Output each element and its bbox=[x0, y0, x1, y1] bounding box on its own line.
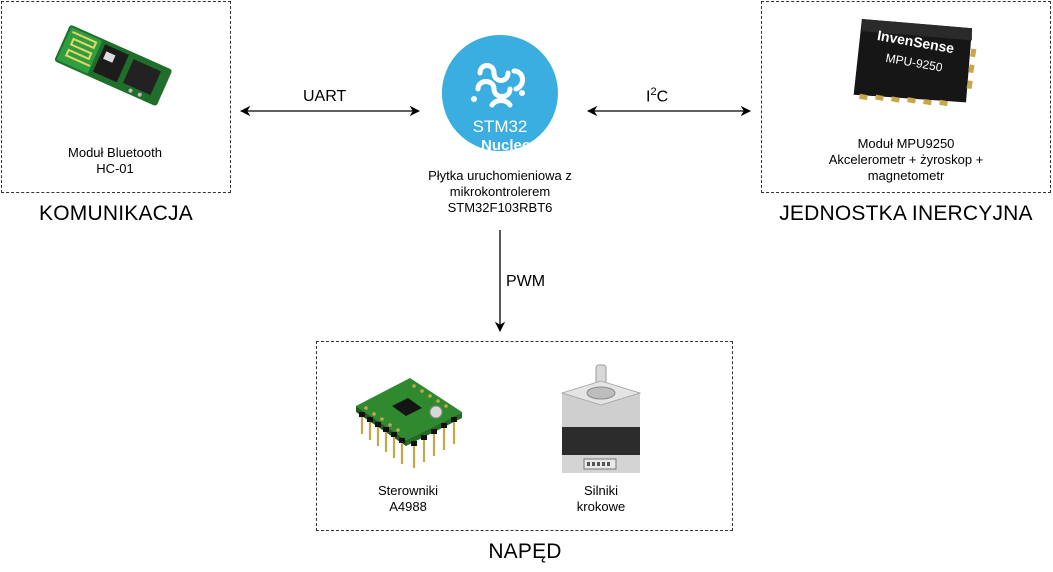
pwm-label: PWM bbox=[506, 273, 546, 290]
inertial-caption: JEDNOSTKA INERCYJNA bbox=[779, 202, 1033, 225]
stm32-nucleo-logo: STM32 Nucleo bbox=[441, 35, 558, 154]
drive-box bbox=[316, 341, 733, 531]
driver-label-line1: Sterowniki bbox=[378, 483, 438, 498]
motor-label-line1: Silniki bbox=[584, 483, 618, 498]
motor-label: Silniki krokowe bbox=[541, 483, 661, 515]
i2c-label-superscript: 2 bbox=[650, 86, 657, 98]
motor-label-line2: krokowe bbox=[576, 499, 626, 514]
mcu-label-line3: STM32F103RBT6 bbox=[447, 200, 553, 215]
drive-caption: NAPĘD bbox=[488, 540, 562, 563]
logo-stm32-text: STM32 bbox=[473, 117, 528, 136]
i2c-label-base: I bbox=[646, 88, 651, 106]
communication-box bbox=[1, 1, 231, 193]
imu-label-line1: Moduł MPU9250 bbox=[857, 136, 955, 151]
mcu-label-line2: mikrokontrolerem bbox=[449, 184, 551, 199]
inertial-unit-box bbox=[761, 1, 1051, 193]
mcu-label: Płytka uruchomieniowa z mikrokontrolerem… bbox=[400, 168, 600, 216]
stepper-motor-icon bbox=[560, 364, 642, 473]
bluetooth-module-icon bbox=[54, 25, 172, 106]
bluetooth-label: Moduł Bluetooth HC-01 bbox=[40, 145, 190, 177]
communication-caption: KOMUNIKACJA bbox=[39, 202, 193, 225]
mcu-label-line1: Płytka uruchomieniowa z bbox=[428, 168, 572, 183]
a4988-driver-icon bbox=[356, 378, 462, 468]
uart-label: UART bbox=[303, 88, 347, 105]
imu-label-line3: magnetometr bbox=[867, 168, 945, 183]
bluetooth-label-line1: Moduł Bluetooth bbox=[68, 145, 162, 160]
imu-label: Moduł MPU9250 Akcelerometr + żyroskop + … bbox=[806, 136, 1006, 184]
logo-nucleo-text: Nucleo bbox=[481, 137, 531, 154]
bluetooth-label-line2: HC-01 bbox=[96, 161, 134, 176]
driver-label: Sterowniki A4988 bbox=[348, 483, 468, 515]
imu-label-line2: Akcelerometr + żyroskop + bbox=[828, 152, 984, 167]
driver-label-line2: A4988 bbox=[389, 499, 427, 514]
mpu9250-chip-icon: InvenSense MPU-9250 bbox=[853, 18, 977, 107]
i2c-label-tail: C bbox=[656, 88, 669, 106]
i2c-label: I2C bbox=[646, 86, 668, 106]
